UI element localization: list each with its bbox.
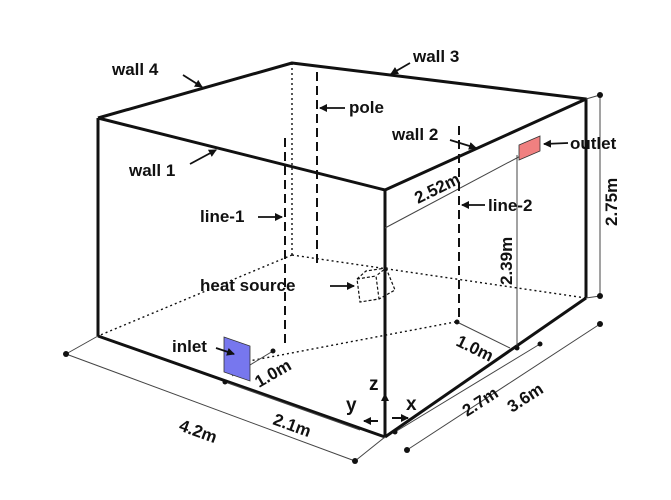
heat-source-side <box>378 267 396 300</box>
edge-hidden-bottom-right <box>291 254 587 299</box>
label-pole: pole <box>349 98 384 117</box>
dim-label-2-1: 2.1m <box>271 410 314 441</box>
dim-dot <box>392 429 398 435</box>
dim-line-2-52 <box>384 151 529 229</box>
dim-dot <box>270 348 276 354</box>
edge-bottom-right <box>384 296 587 439</box>
measurement-lines <box>284 72 460 348</box>
edge-hidden-bottom-left <box>97 254 293 337</box>
dim-dot <box>404 447 410 453</box>
dim-dot <box>537 341 543 347</box>
label-outlet: outlet <box>570 134 617 153</box>
dim-line-3-6 <box>406 323 601 451</box>
label-axis-x: x <box>406 394 417 415</box>
label-axis-y: y <box>346 395 357 416</box>
heat-source-box <box>356 267 396 303</box>
dim-line-line2-1-0 <box>456 321 511 349</box>
dim-label-line2-1-0: 1.0m <box>453 332 496 366</box>
dim-dot <box>352 458 358 464</box>
floor-guide <box>227 321 456 366</box>
inlet-vent <box>223 336 251 382</box>
labels: wall 4 wall 3 pole wall 2 outlet wall 1 … <box>111 47 621 447</box>
dim-dot <box>222 379 228 385</box>
dim-dot <box>597 293 603 299</box>
label-line2: line-2 <box>488 196 532 215</box>
label-heat-source: heat source <box>200 276 295 295</box>
arrow-wall2 <box>449 139 477 150</box>
dim-dot <box>63 351 69 357</box>
label-wall1: wall 1 <box>128 161 175 180</box>
label-line1: line-1 <box>200 207 244 226</box>
arrow-wall1 <box>189 149 217 165</box>
dim-label-2-39: 2.39m <box>497 237 516 285</box>
dim-line-4-2 <box>65 353 356 462</box>
dimension-lines <box>65 94 601 462</box>
axes-indicator <box>363 393 409 425</box>
dim-dot <box>597 321 603 327</box>
dim-label-3-6: 3.6m <box>504 379 547 416</box>
heat-source-top <box>356 267 389 280</box>
label-axis-z: z <box>369 374 379 395</box>
dim-line-2-1 <box>224 381 361 431</box>
arrow-wall3 <box>390 62 411 75</box>
leader-arrows <box>182 62 569 356</box>
extension-front-1 <box>65 335 99 355</box>
dim-label-4-2: 4.2m <box>177 416 220 447</box>
dim-dot <box>454 319 460 325</box>
arrow-outlet <box>543 139 569 148</box>
label-wall2: wall 2 <box>391 125 438 144</box>
label-wall3: wall 3 <box>412 47 459 66</box>
label-inlet: inlet <box>172 337 207 356</box>
label-wall4: wall 4 <box>111 60 159 79</box>
arrow-wall4 <box>182 74 203 88</box>
dim-dot <box>514 345 520 351</box>
dim-line-2-7 <box>394 343 541 433</box>
edge-bottom-front <box>97 334 386 439</box>
dim-label-2-75: 2.75m <box>602 178 621 226</box>
hidden-edges <box>97 63 587 366</box>
dim-dot <box>597 92 603 98</box>
arrow-inlet <box>215 347 235 356</box>
dim-label-inlet-1-0: 1.0m <box>252 356 295 392</box>
extension-front-2 <box>354 436 386 462</box>
heat-source-front <box>356 275 380 303</box>
outlet-vent <box>518 135 541 161</box>
